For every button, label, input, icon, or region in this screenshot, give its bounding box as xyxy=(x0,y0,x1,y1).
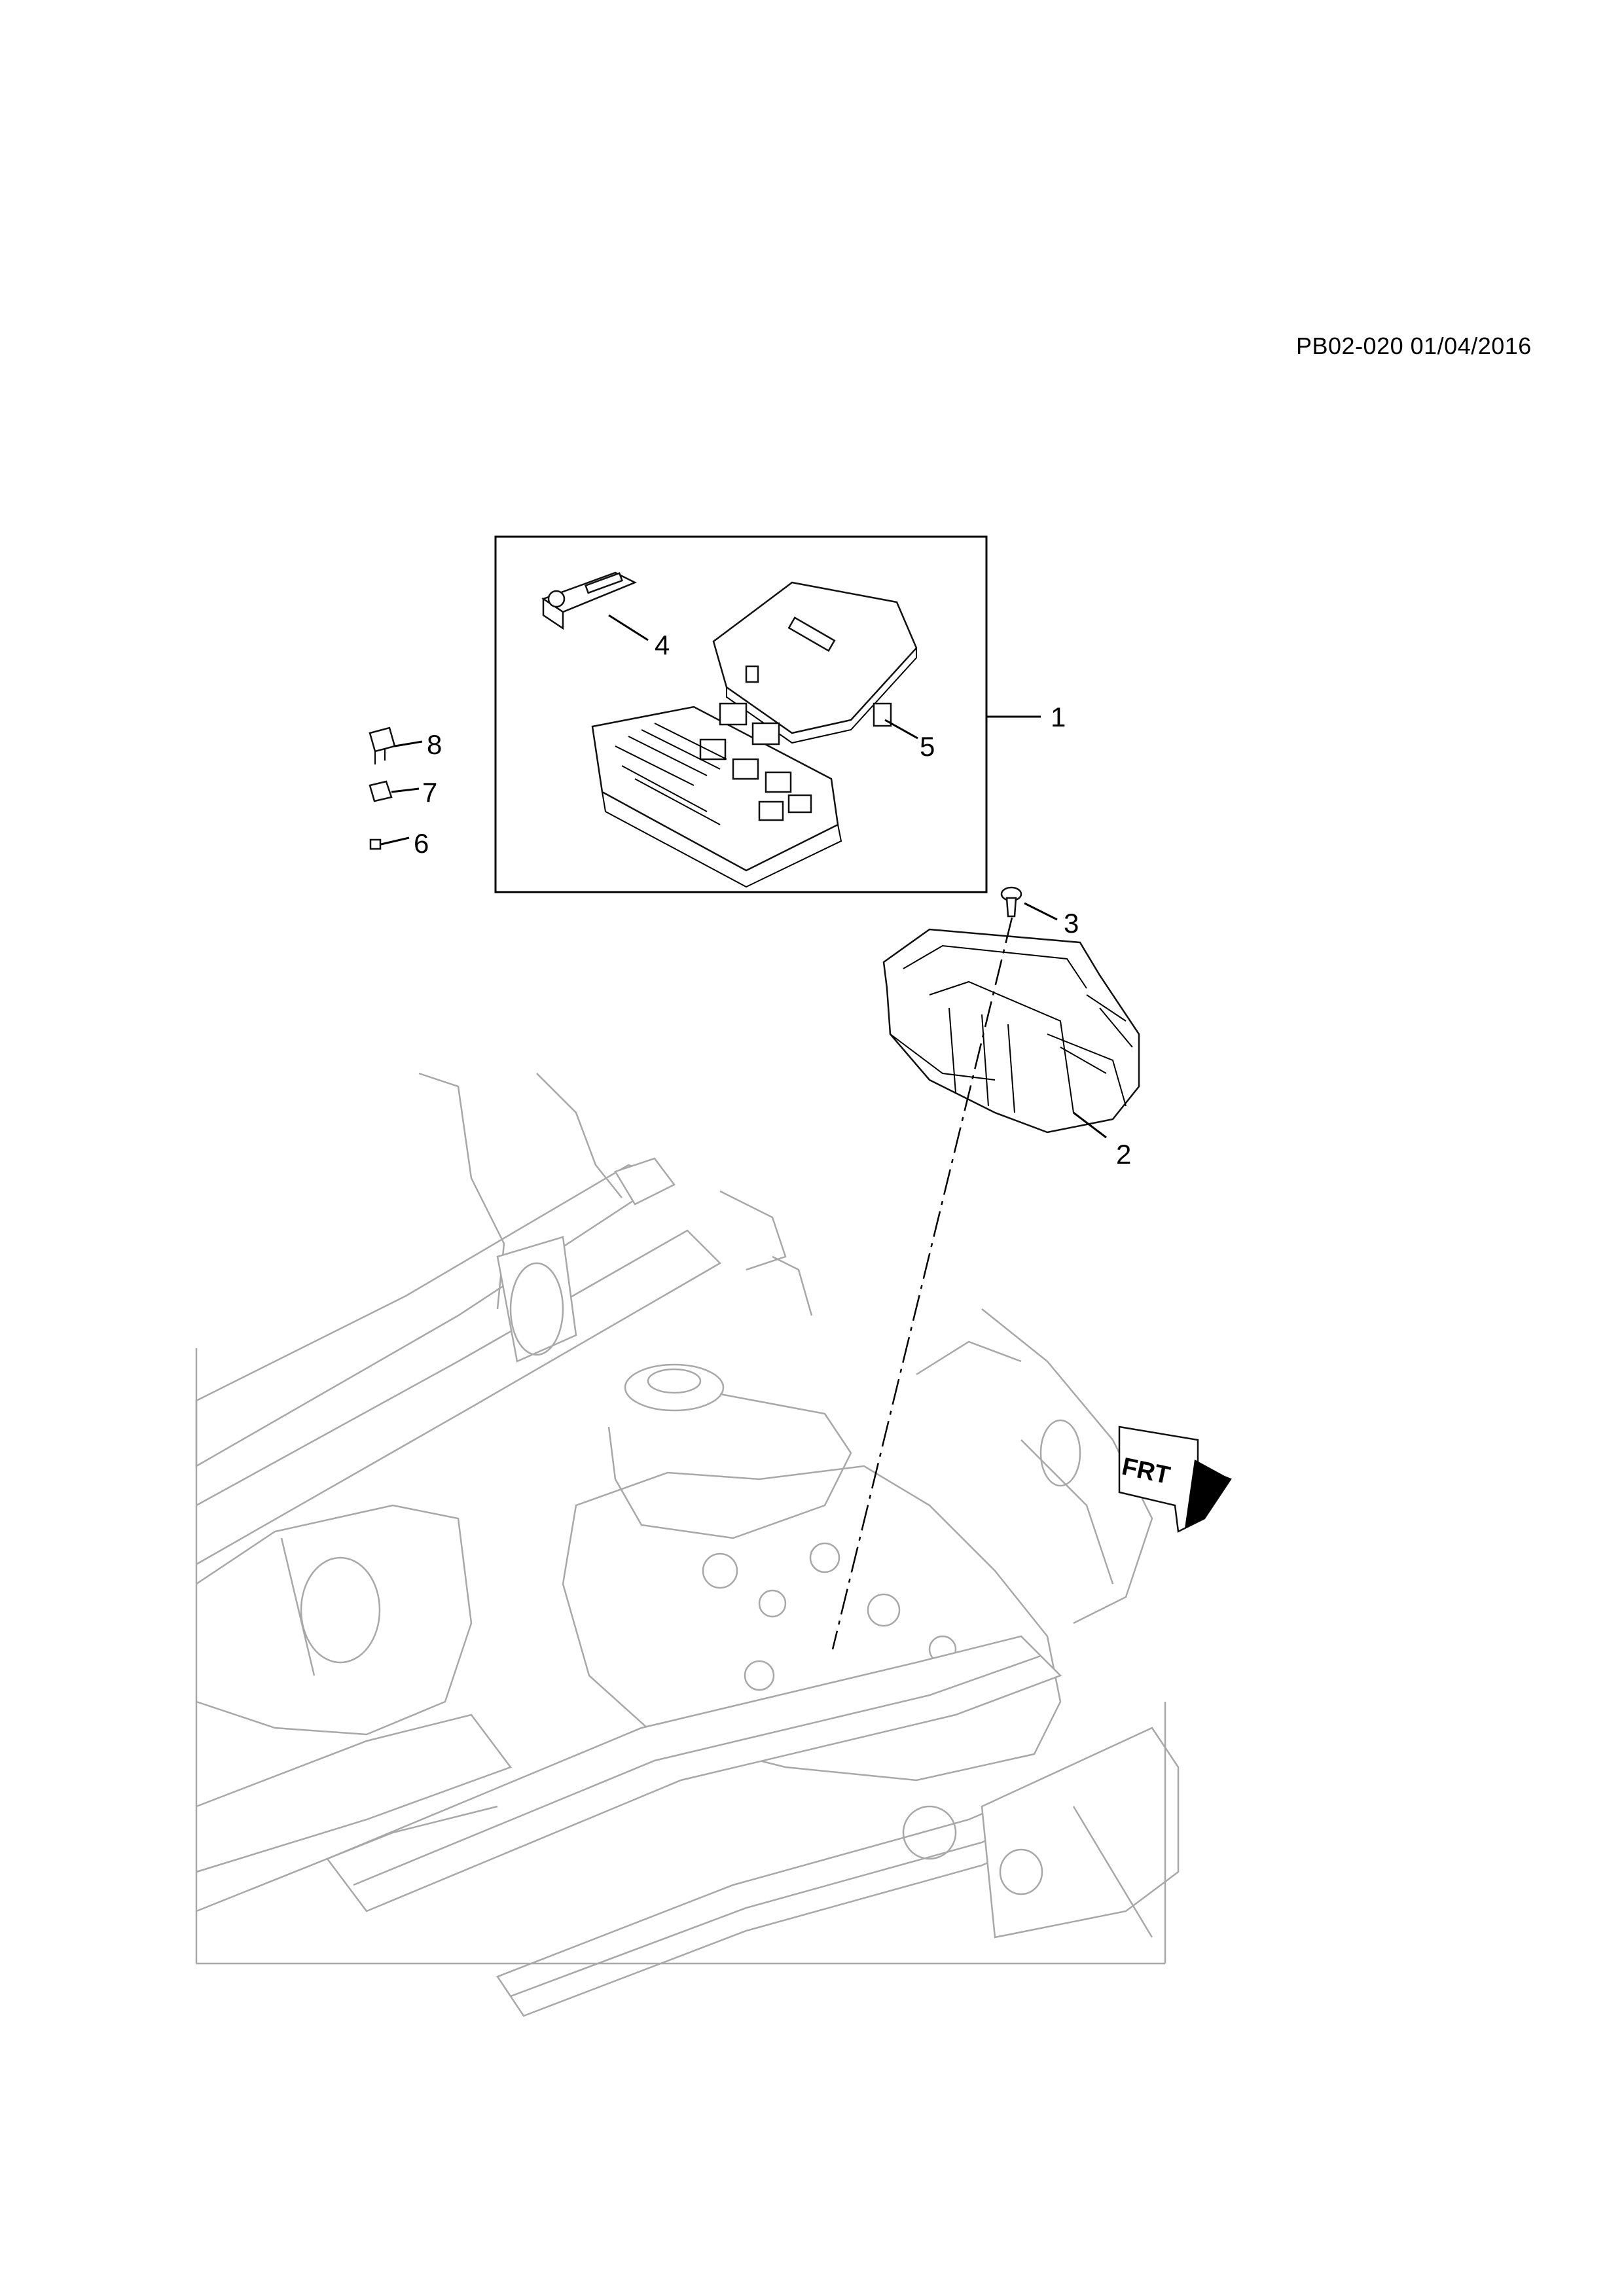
fuse-block-bracket-part xyxy=(882,928,1140,1139)
leader-line-2 xyxy=(1073,1111,1107,1139)
fuse-block-assembly-box xyxy=(494,535,1041,893)
callout-5: 5 xyxy=(920,731,935,762)
callout-8: 8 xyxy=(427,729,442,760)
callout-6: 6 xyxy=(414,828,429,859)
loose-small-parts xyxy=(369,726,423,850)
callout-numbers: 1 2 3 4 5 6 7 8 xyxy=(414,630,1131,1170)
fuse-part-6 xyxy=(369,836,410,850)
fuse-puller-part xyxy=(541,571,638,630)
callout-3: 3 xyxy=(1064,908,1079,939)
fuse-block-cover-part xyxy=(712,581,918,744)
leader-line-3 xyxy=(1024,902,1058,921)
fuse-block-body-part xyxy=(591,702,842,888)
vehicle-front-structure xyxy=(195,1072,1180,2017)
front-direction-arrow: FRT xyxy=(1118,1426,1232,1533)
callout-1: 1 xyxy=(1051,702,1066,732)
leader-line-4 xyxy=(608,614,649,641)
relay-part-7 xyxy=(369,780,420,802)
callout-2: 2 xyxy=(1116,1139,1131,1170)
callout-7: 7 xyxy=(422,777,437,808)
leader-line-5 xyxy=(884,719,918,740)
assembly-centerline xyxy=(831,917,1013,1650)
bolt-part xyxy=(1000,886,1058,921)
relay-part-8 xyxy=(369,726,423,764)
diagram-code: PB02-020 01/04/2016 xyxy=(1296,332,1532,359)
callout-4: 4 xyxy=(655,630,670,660)
